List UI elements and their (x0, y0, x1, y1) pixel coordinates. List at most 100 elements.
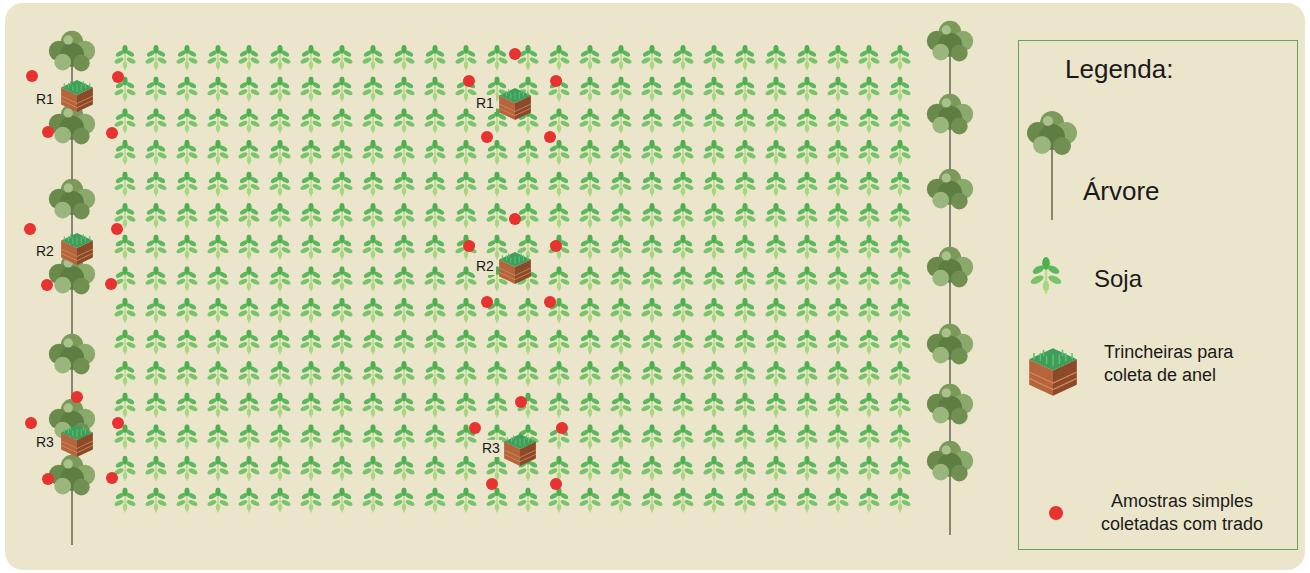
soy-plant (393, 298, 416, 323)
soy-plant (424, 203, 447, 228)
soy-plant (176, 140, 199, 165)
soy-plant (703, 77, 726, 102)
soy-plant (207, 456, 230, 481)
soy-plant (331, 298, 354, 323)
soy-plant (300, 266, 323, 291)
tree-canopy (927, 384, 973, 425)
soy-plant (610, 266, 633, 291)
soy-plant (362, 45, 385, 70)
soy-plant (362, 108, 385, 133)
soy-plant (579, 108, 602, 133)
soy-plant (641, 45, 664, 70)
soy-plant (114, 171, 137, 196)
soy-plant (610, 298, 633, 323)
soy-plant (672, 329, 695, 354)
soy-plant (207, 361, 230, 386)
soy-plant (765, 361, 788, 386)
soy-plant (145, 203, 168, 228)
soy-plant (145, 393, 168, 418)
soy-plant (672, 298, 695, 323)
sample-dot (463, 240, 475, 252)
soy-plant (672, 77, 695, 102)
soy-plant (114, 361, 137, 386)
soy-plant (641, 298, 664, 323)
soy-plant (145, 266, 168, 291)
soy-plant (734, 203, 757, 228)
soy-plant (207, 393, 230, 418)
soy-plant (579, 45, 602, 70)
trench-block (499, 88, 531, 120)
soy-plant (796, 108, 819, 133)
soy-plant (827, 329, 850, 354)
soy-plant (579, 203, 602, 228)
soy-plant (331, 108, 354, 133)
soy-plant (796, 45, 819, 70)
trench-block (61, 233, 93, 265)
soy-plant (796, 456, 819, 481)
soy-plant (486, 45, 509, 70)
soy-plant (393, 171, 416, 196)
soy-plant (734, 235, 757, 260)
soy-plant (455, 171, 478, 196)
soy-plant (176, 171, 199, 196)
soy-plant (641, 203, 664, 228)
soy-plant (796, 298, 819, 323)
sample-dot (481, 296, 493, 308)
replicate-label: R1 (474, 95, 496, 112)
soy-plant (393, 266, 416, 291)
soy-plant (300, 424, 323, 449)
soy-plant (176, 456, 199, 481)
soy-plant (889, 361, 912, 386)
trench-icon (1029, 348, 1077, 396)
soy-plant (827, 203, 850, 228)
soy-plant (827, 424, 850, 449)
soy-plant (424, 235, 447, 260)
soy-plant (455, 393, 478, 418)
soy-plant (610, 77, 633, 102)
soy-plant (734, 140, 757, 165)
tree-canopy (49, 455, 95, 496)
soy-plant (703, 329, 726, 354)
soy-plant (641, 393, 664, 418)
soy-plant (672, 424, 695, 449)
soy-plant (858, 487, 881, 512)
soy-plant (703, 424, 726, 449)
soy-plant (672, 171, 695, 196)
soy-plant (176, 298, 199, 323)
soy-plant (269, 171, 292, 196)
soy-plant (424, 45, 447, 70)
soy-plant (672, 45, 695, 70)
soy-plant (796, 329, 819, 354)
soy-plant (486, 456, 509, 481)
soy-plant (331, 393, 354, 418)
soy-plant (765, 77, 788, 102)
soy-plant (331, 424, 354, 449)
soy-plant (734, 456, 757, 481)
soy-plant (269, 329, 292, 354)
soy-plant (176, 77, 199, 102)
soy-plant (238, 266, 261, 291)
soy-plant (889, 235, 912, 260)
soy-plant (114, 393, 137, 418)
soy-plant (548, 487, 571, 512)
soy-plant (579, 140, 602, 165)
soy-plant (517, 298, 540, 323)
soy-plant (548, 266, 571, 291)
soy-plant (827, 108, 850, 133)
soy-plant (610, 424, 633, 449)
soy-plant (300, 487, 323, 512)
soy-plant (300, 108, 323, 133)
soy-plant (889, 77, 912, 102)
soy-plant (362, 203, 385, 228)
soy-plant (362, 266, 385, 291)
replicate-label: R3 (480, 440, 502, 457)
soy-plant (672, 203, 695, 228)
soy-plant (362, 393, 385, 418)
soy-plant (703, 45, 726, 70)
soy-plant (207, 424, 230, 449)
soy-plant (114, 140, 137, 165)
soy-plant (765, 235, 788, 260)
sample-dot (106, 127, 118, 139)
soy-plant (889, 171, 912, 196)
